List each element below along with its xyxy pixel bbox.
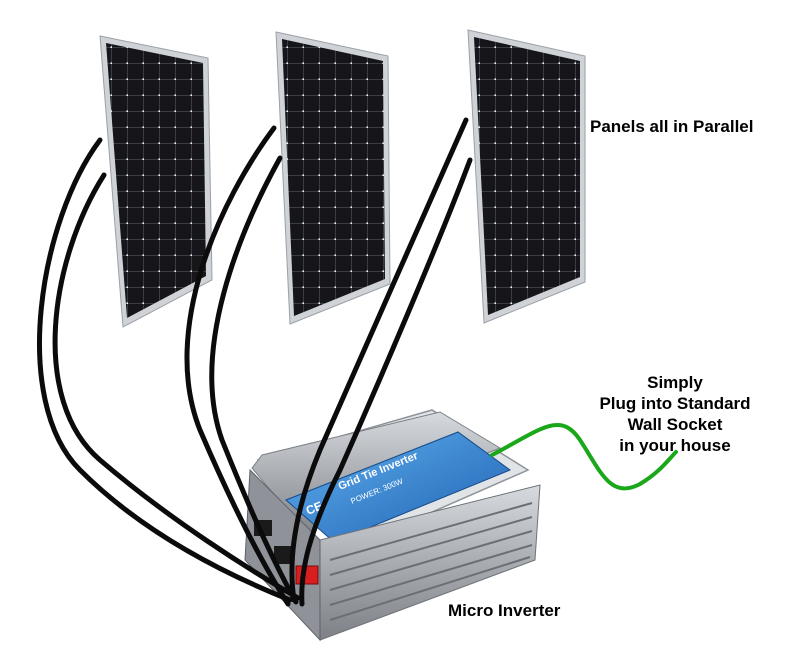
micro-inverter-label: Micro Inverter bbox=[448, 601, 561, 620]
cable-right-1 bbox=[289, 117, 469, 603]
panel-cables bbox=[37, 117, 473, 607]
plug-line-3: Wall Socket bbox=[627, 415, 723, 434]
plug-instruction-label: Simply Plug into Standard Wall Socket in… bbox=[580, 372, 770, 456]
red-connector bbox=[295, 565, 319, 585]
plug-line-2: Plug into Standard bbox=[599, 394, 751, 413]
cable-left-2 bbox=[52, 172, 301, 601]
solar-panel-left bbox=[99, 35, 213, 328]
black-connector bbox=[274, 546, 294, 564]
solar-panel-middle bbox=[275, 31, 391, 325]
plug-line-4: in your house bbox=[619, 436, 731, 455]
plug-line-1: Simply bbox=[647, 373, 703, 392]
cable-left-1 bbox=[37, 137, 293, 603]
cable-right-2 bbox=[299, 157, 473, 607]
cable-middle-1 bbox=[184, 125, 291, 607]
inverter-cooling-fins bbox=[329, 502, 533, 621]
solar-panel-right bbox=[467, 29, 586, 324]
panels-parallel-label: Panels all in Parallel bbox=[590, 117, 754, 136]
plug-cable bbox=[490, 422, 678, 491]
micro-inverter: CE Grid Tie Inverter POWER: 300W bbox=[244, 409, 541, 642]
cable-middle-2 bbox=[209, 155, 299, 605]
